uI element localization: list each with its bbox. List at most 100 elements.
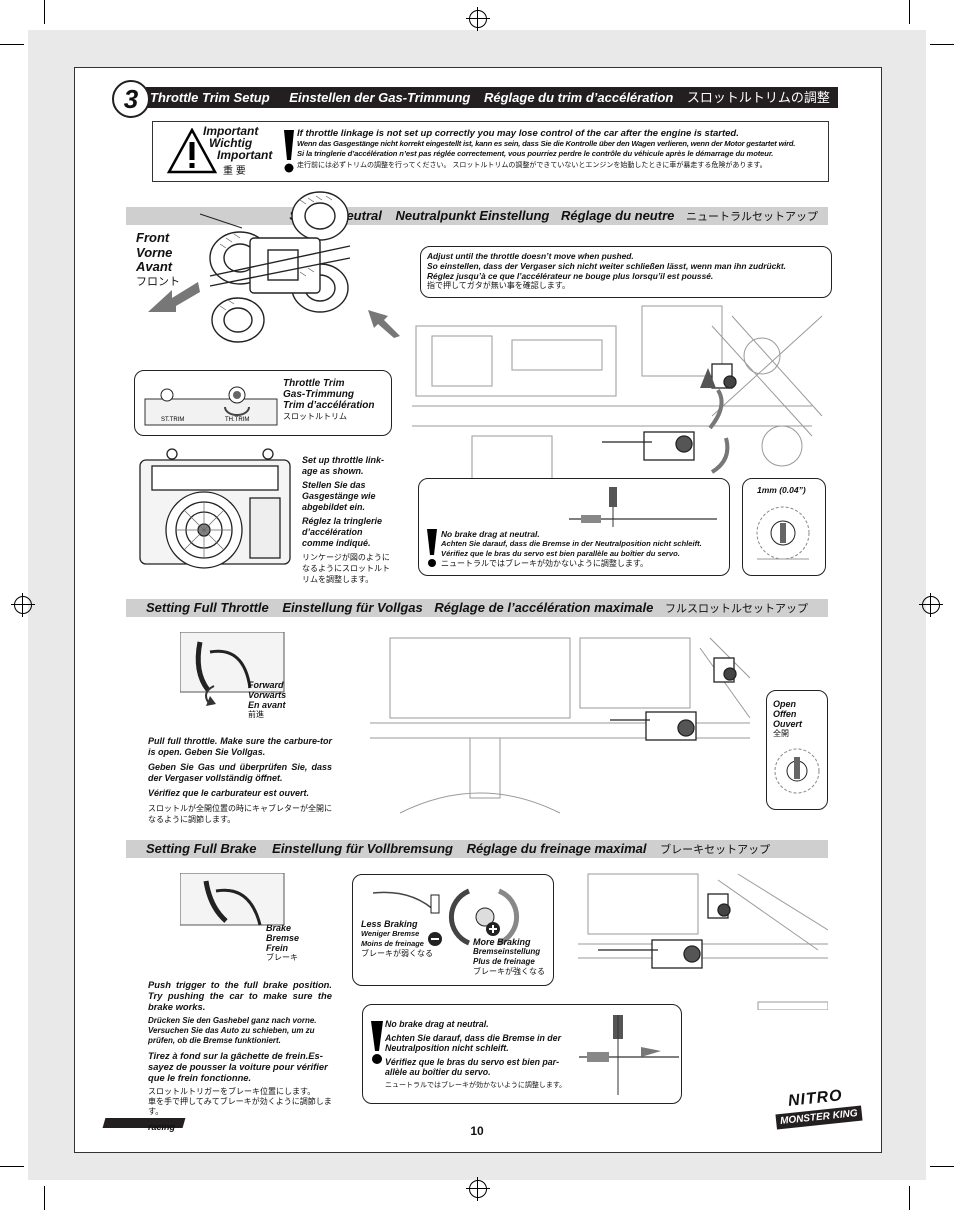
important-label-jp: 重 要 — [223, 166, 246, 177]
adjust-text-fr: Réglez jusqu’à ce que l’accélérateur ne … — [427, 271, 714, 281]
less-braking-en: Less Braking — [361, 919, 418, 929]
no-brake-text-neutral: No brake drag at neutral. Achten Sie dar… — [441, 529, 727, 569]
important-label-fr: Important — [217, 148, 273, 162]
full-throttle-header-en: Setting Full Throttle — [146, 600, 269, 615]
no-brake-brake-fr: Vérifiez que le bras du servo est bien p… — [385, 1056, 560, 1078]
full-brake-header-de: Einstellung für Vollbremsung — [272, 841, 453, 856]
no-brake-brake-de: Achten Sie darauf, dass die Bremse in de… — [385, 1032, 561, 1054]
registration-mark-bottom — [466, 1177, 490, 1201]
full-throttle-text-jp: スロットルが全開位置の時にキャブレターが全開になるように調節します。 — [148, 804, 332, 824]
open-label-fr: Ouvert — [773, 719, 803, 729]
full-throttle-header-fr: Réglage de l’accélération maximale — [434, 600, 654, 615]
chassis-drawing-neutral — [412, 305, 823, 496]
neutral-header-jp: ニュートラルセットアップ — [686, 211, 818, 223]
front-arrow-icon — [148, 282, 200, 312]
no-brake-neutral-jp: ニュートラルではブレーキが効かないように調整します。 — [441, 559, 649, 568]
less-braking-de: Weniger Bremse — [361, 929, 420, 938]
throttle-trim-callout: ST.TRIM TH.TRIM Throttle Trim Gas-Trimmu… — [134, 370, 392, 436]
setup-text: Set up throttle link-age as shown. Stell… — [302, 455, 394, 585]
chassis-drawing-full-brake — [578, 873, 828, 1010]
important-text: If throttle linkage is not set up correc… — [297, 128, 825, 172]
step-title-de: Einstellen der Gas-Trimmung — [289, 90, 471, 105]
registration-mark-top — [466, 7, 490, 31]
adjust-text-de: So einstellen, dass der Vergaser sich ni… — [427, 261, 786, 271]
front-label-en: Front — [136, 230, 170, 245]
important-text-fr: Si la tringlerie d’accélération n’est pa… — [297, 149, 774, 158]
servo-arm-illustration — [569, 487, 717, 527]
crop-mark — [44, 1186, 45, 1210]
full-brake-text-fr: Tirez à fond sur la gâchette de frein.Es… — [148, 1050, 328, 1083]
adjust-callout: Adjust until the throttle doesn’t move w… — [420, 246, 832, 298]
no-brake-callout-neutral: No brake drag at neutral. Achten Sie dar… — [418, 478, 730, 576]
tx-label-th-trim: TH.TRIM — [225, 417, 249, 423]
full-brake-text-jp2: 車を手で押してみてブレーキが効くように調節します。 — [148, 1097, 332, 1116]
neutral-header-fr: Réglage du neutre — [560, 208, 675, 223]
neutral-header-de: Neutralpunkt Einstellung — [395, 208, 550, 223]
brake-label-fr: Frein — [266, 943, 289, 953]
trigger-forward-illustration — [180, 632, 285, 706]
crop-mark — [0, 1166, 24, 1167]
gap-detail-callout: 1mm (0.04”) — [742, 478, 826, 576]
trim-label: Throttle Trim Gas-Trimmung Trim d’accélé… — [283, 378, 375, 422]
no-brake-text-brake: No brake drag at neutral. Achten Sie dar… — [385, 1019, 567, 1091]
no-brake-neutral-en: No brake drag at neutral. — [441, 529, 540, 539]
exclamation-icon — [284, 130, 294, 173]
more-braking-fr: Plus de freinage — [473, 957, 535, 966]
setup-text-jp: リンケージが図のようになるようにスロットルトリムを調整します。 — [302, 553, 390, 584]
minus-icon — [428, 932, 442, 946]
forward-label-en: Forward — [248, 680, 284, 690]
open-label-jp: 全開 — [773, 729, 789, 738]
warning-triangle-icon — [167, 128, 217, 174]
forward-label: Forward Vorwärts En avant 前進 — [248, 680, 286, 720]
forward-label-fr: En avant — [248, 700, 286, 710]
forward-label-jp: 前進 — [248, 710, 264, 719]
setup-text-de: Stellen Sie das Gasgestänge wie abgebild… — [302, 480, 376, 512]
no-brake-neutral-fr: Vérifiez que le bras du servo est bien p… — [441, 549, 680, 558]
less-braking-label: Less Braking Weniger Bremse Moins de fre… — [361, 919, 433, 959]
nitro-monster-king-logo: NITRO MONSTER KING — [775, 1087, 863, 1138]
registration-mark-right — [919, 593, 943, 617]
full-brake-header-jp: ブレーキセットアップ — [660, 844, 771, 856]
full-throttle-section-header: Setting Full Throttle Einstellung für Vo… — [126, 599, 828, 617]
brake-label-en: Brake — [266, 923, 292, 933]
trigger-brake-illustration — [180, 873, 285, 926]
logo-text: racing — [148, 1122, 176, 1132]
tx-label-st-trim: ST.TRIM — [161, 417, 184, 423]
front-label-fr: Avant — [136, 259, 173, 274]
chassis-drawing-full-throttle — [370, 637, 751, 814]
open-detail-callout: Open Offen Ouvert 全開 — [766, 690, 828, 810]
important-text-en: If throttle linkage is not set up correc… — [297, 128, 739, 139]
setup-text-fr: Réglez la tringlerie d’accélération comm… — [302, 516, 383, 548]
step-title-jp: スロットルトリムの調整 — [686, 90, 830, 105]
no-brake-brake-jp: ニュートラルではブレーキが効かないように調整します。 — [385, 1081, 567, 1089]
front-label: Front Vorne Avant フロント — [136, 230, 180, 289]
brake-label: Brake Bremse Frein ブレーキ — [266, 923, 299, 963]
exclamation-icon — [427, 529, 437, 567]
more-braking-en: More Braking — [473, 937, 531, 947]
crop-mark — [909, 0, 910, 24]
front-label-de: Vorne — [136, 244, 173, 260]
front-label-jp: フロント — [136, 275, 180, 288]
no-brake-neutral-de: Achten Sie darauf, dass die Bremse in de… — [441, 539, 702, 548]
full-throttle-text-de: Geben Sie Gas und überprüfen Sie, dass d… — [148, 762, 332, 783]
more-braking-jp: ブレーキが強くなる — [473, 967, 545, 976]
exclamation-icon — [371, 1021, 383, 1064]
full-throttle-text-en: Pull full throttle. Make sure the carbur… — [148, 736, 332, 757]
crop-mark — [930, 1166, 954, 1167]
full-brake-section-header: Setting Full Brake Einstellung für Vollb… — [126, 840, 828, 858]
more-braking-de: Bremseinstellung — [473, 947, 541, 956]
less-braking-fr: Moins de freinage — [361, 939, 424, 948]
crop-mark — [930, 44, 954, 45]
full-brake-text-jp1: スロットルトリガーをブレーキ位置にします。 — [148, 1087, 316, 1096]
open-label-de: Offen — [773, 709, 797, 719]
full-throttle-text-fr: Vérifiez que le carburateur est ouvert. — [148, 788, 310, 798]
trim-label-jp: スロットルトリム — [283, 412, 347, 421]
trim-label-en: Throttle Trim — [283, 378, 345, 389]
less-braking-jp: ブレーキが弱くなる — [361, 949, 433, 958]
carburetor-open-illustration — [774, 748, 820, 794]
step-title-en: Throttle Trim Setup — [150, 90, 270, 105]
gap-label: 1mm (0.04”) — [757, 485, 806, 495]
open-label-en: Open — [773, 699, 797, 709]
setup-text-en: Set up throttle link-age as shown. — [302, 455, 384, 476]
hpi-racing-logo: racing — [102, 1114, 196, 1136]
